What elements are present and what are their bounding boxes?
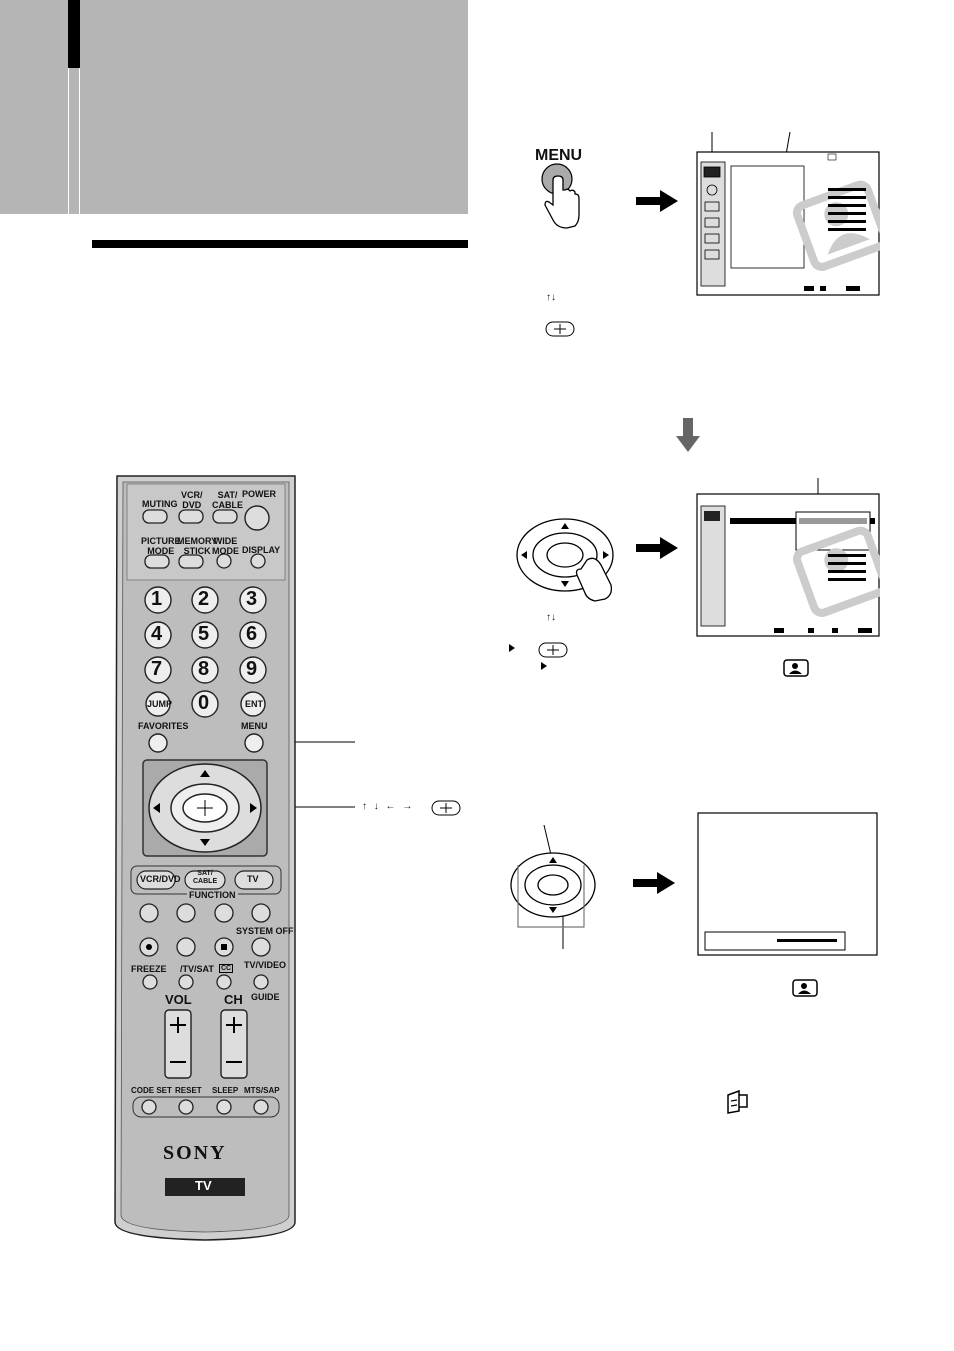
tv-model-tag: TV (195, 1178, 212, 1193)
joystick-press-icon (516, 518, 614, 602)
sleep-label: SLEEP (212, 1086, 239, 1095)
digit-6[interactable]: 6 (246, 623, 258, 645)
digit-8[interactable]: 8 (198, 658, 210, 680)
tv-video-label: TV/VIDEO (244, 960, 287, 970)
ch-label: CH (224, 992, 243, 1007)
vcr-dvd-label: VCR/ DVD (181, 490, 203, 510)
digit-7[interactable]: 7 (151, 658, 163, 680)
jump-button[interactable]: JUMP (147, 699, 173, 709)
function-label: FUNCTION (187, 890, 238, 900)
reset-label: RESET (175, 1086, 202, 1095)
tv-button[interactable]: TV (247, 874, 259, 884)
ent-button[interactable]: ENT (245, 699, 263, 709)
tv-sat-label: /TV/SAT (180, 964, 214, 974)
header-divider (68, 68, 69, 214)
muting-label: MUTING (142, 499, 178, 509)
power-label: POWER (242, 489, 277, 499)
right-arrow-icon (636, 537, 678, 559)
cc-label: CC (219, 964, 234, 973)
tv-menu-screen-submenu (696, 478, 880, 637)
digit-5[interactable]: 5 (198, 623, 210, 645)
tv-adjust-screen (697, 812, 878, 956)
enter-button-icon (545, 321, 575, 337)
favorites-label: FAVORITES (138, 721, 189, 731)
arrow-keys-label: ↑ ↓ ← → (362, 801, 415, 812)
section-tab-marker (68, 0, 80, 68)
title-rule (92, 240, 468, 248)
right-enter-hint (509, 642, 568, 670)
enter-button-icon (431, 800, 461, 816)
freeze-label: FREEZE (131, 964, 167, 974)
display-label: DISPLAY (242, 545, 281, 555)
up-down-arrows: ↑↓ (546, 612, 556, 623)
vol-label: VOL (165, 992, 192, 1007)
picture-icon (783, 659, 809, 677)
brand-logo: SONY (163, 1142, 227, 1164)
menu-button-label: MENU (535, 147, 583, 164)
guide-label: GUIDE (251, 992, 280, 1002)
vcr-dvd-button[interactable]: VCR/DVD (140, 874, 181, 884)
wide-mode-label: WIDE MODE (212, 536, 239, 556)
digit-1[interactable]: 1 (151, 588, 163, 610)
picture-mode-label: PICTURE MODE (141, 536, 181, 556)
digit-9[interactable]: 9 (246, 658, 258, 680)
right-arrow-icon (636, 190, 678, 212)
hand-press-icon (541, 163, 580, 229)
code-set-label: CODE SET (131, 1086, 172, 1095)
mts-sap-label: MTS/SAP (244, 1086, 280, 1095)
memory-stick-label: MEMORY STICK (177, 536, 218, 556)
picture-icon (792, 979, 818, 997)
sat-cable-button[interactable]: SAT/ CABLE (193, 870, 218, 885)
setup-icon (727, 1089, 748, 1114)
tv-menu-screen (696, 132, 880, 296)
digit-2[interactable]: 2 (198, 588, 210, 610)
down-arrow-icon (676, 418, 700, 452)
menu-label: MENU (241, 721, 268, 731)
joystick-adjust-icon (510, 825, 596, 949)
up-down-arrows: ↑↓ (546, 292, 556, 303)
sat-cable-label: SAT/ CABLE (212, 490, 243, 510)
digit-4[interactable]: 4 (151, 623, 163, 645)
digit-0[interactable]: 0 (198, 692, 210, 714)
digit-3[interactable]: 3 (246, 588, 258, 610)
remote-control (114, 475, 296, 1241)
system-off-label: SYSTEM OFF (236, 926, 294, 936)
header-divider (79, 68, 80, 214)
right-arrow-icon (633, 872, 675, 894)
